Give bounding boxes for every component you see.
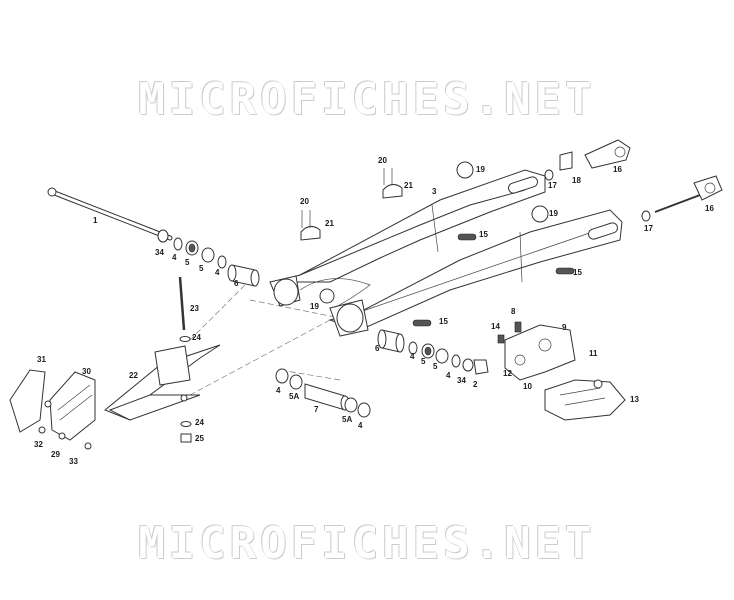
callout-33: 33 <box>69 457 78 466</box>
callout-21b: 21 <box>325 219 334 228</box>
callout-20a: 20 <box>378 156 387 165</box>
callout-5A-left: 5A <box>289 392 300 401</box>
callout-30: 30 <box>82 367 91 376</box>
callout-5c: 5 <box>421 357 426 366</box>
callout-4b: 4 <box>215 268 220 277</box>
callout-4a: 4 <box>172 253 177 262</box>
pad-right <box>555 267 575 275</box>
callout-4f: 4 <box>358 421 363 430</box>
watermark-top: MICROFICHES.NET <box>138 74 596 125</box>
slider-bolt <box>178 276 186 331</box>
callout-7: 7 <box>314 405 319 414</box>
centerline-pivot <box>249 299 341 319</box>
callout-15c: 15 <box>439 317 448 326</box>
callout-22: 22 <box>129 371 138 380</box>
callout-17b: 17 <box>644 224 653 233</box>
callout-24b: 24 <box>195 418 204 427</box>
callout-16a: 16 <box>613 165 622 174</box>
callout-4c: 4 <box>410 352 415 361</box>
callout-23: 23 <box>190 304 199 313</box>
callout-21a: 21 <box>404 181 413 190</box>
centerline-mid <box>189 319 331 396</box>
callout-11: 11 <box>589 349 598 358</box>
cable-clamp-lower <box>300 210 321 241</box>
callout-3: 3 <box>432 187 437 196</box>
chain-slider <box>104 344 221 421</box>
callout-20b: 20 <box>300 197 309 206</box>
callout-31: 31 <box>37 355 46 364</box>
callout-10: 10 <box>523 382 532 391</box>
pad-top <box>457 233 477 241</box>
callout-5a: 5 <box>185 258 190 267</box>
callout-34a: 34 <box>155 248 164 257</box>
callout-29: 29 <box>51 450 60 459</box>
callout-4d: 4 <box>446 371 451 380</box>
caliper-bracket <box>497 321 576 381</box>
chain-guide <box>9 369 96 450</box>
right-bearing-stack <box>377 329 489 375</box>
callout-8: 8 <box>511 307 516 316</box>
callout-4e: 4 <box>276 386 281 395</box>
callout-15b: 15 <box>573 268 582 277</box>
callout-15a: 15 <box>479 230 488 239</box>
callout-5A-right: 5A <box>342 415 353 424</box>
callout-5d: 5 <box>433 362 438 371</box>
centerline-left <box>189 284 246 341</box>
callout-9: 9 <box>562 323 567 332</box>
callout-14: 14 <box>491 322 500 331</box>
slider-nut <box>180 433 192 443</box>
callout-17a: 17 <box>548 181 557 190</box>
watermark-bottom: MICROFICHES.NET <box>138 518 596 569</box>
cable-clamp-upper <box>382 168 403 199</box>
callout-19a: 19 <box>476 165 485 174</box>
pad-bottom <box>412 319 432 327</box>
callout-5b: 5 <box>199 264 204 273</box>
pivot-shaft <box>47 187 173 241</box>
callout-18: 18 <box>572 176 581 185</box>
callout-13: 13 <box>630 395 639 404</box>
callout-24a: 24 <box>192 333 201 342</box>
callout-6a: 6 <box>234 279 239 288</box>
left-bearing-stack <box>157 229 260 287</box>
callout-19c: 19 <box>310 302 319 311</box>
callout-1: 1 <box>93 216 98 225</box>
plug-lower <box>319 288 335 304</box>
chain-adjuster-lower <box>641 175 723 222</box>
callout-2: 2 <box>473 380 478 389</box>
swingarm-body <box>269 169 623 337</box>
callout-25: 25 <box>195 434 204 443</box>
plug-upper <box>456 161 474 179</box>
callout-32: 32 <box>34 440 43 449</box>
washer-upper <box>179 336 191 342</box>
chain-adjuster-upper <box>544 139 631 181</box>
callout-12: 12 <box>503 369 512 378</box>
brake-caliper <box>544 379 626 421</box>
centerline-bottom <box>279 369 341 381</box>
callout-19b: 19 <box>549 209 558 218</box>
washer-lower <box>180 421 192 427</box>
spacer-bearing-set <box>275 368 371 418</box>
callout-6b: 6 <box>375 344 380 353</box>
plug-right <box>531 205 549 223</box>
callout-16b: 16 <box>705 204 714 213</box>
callout-34b: 34 <box>457 376 466 385</box>
